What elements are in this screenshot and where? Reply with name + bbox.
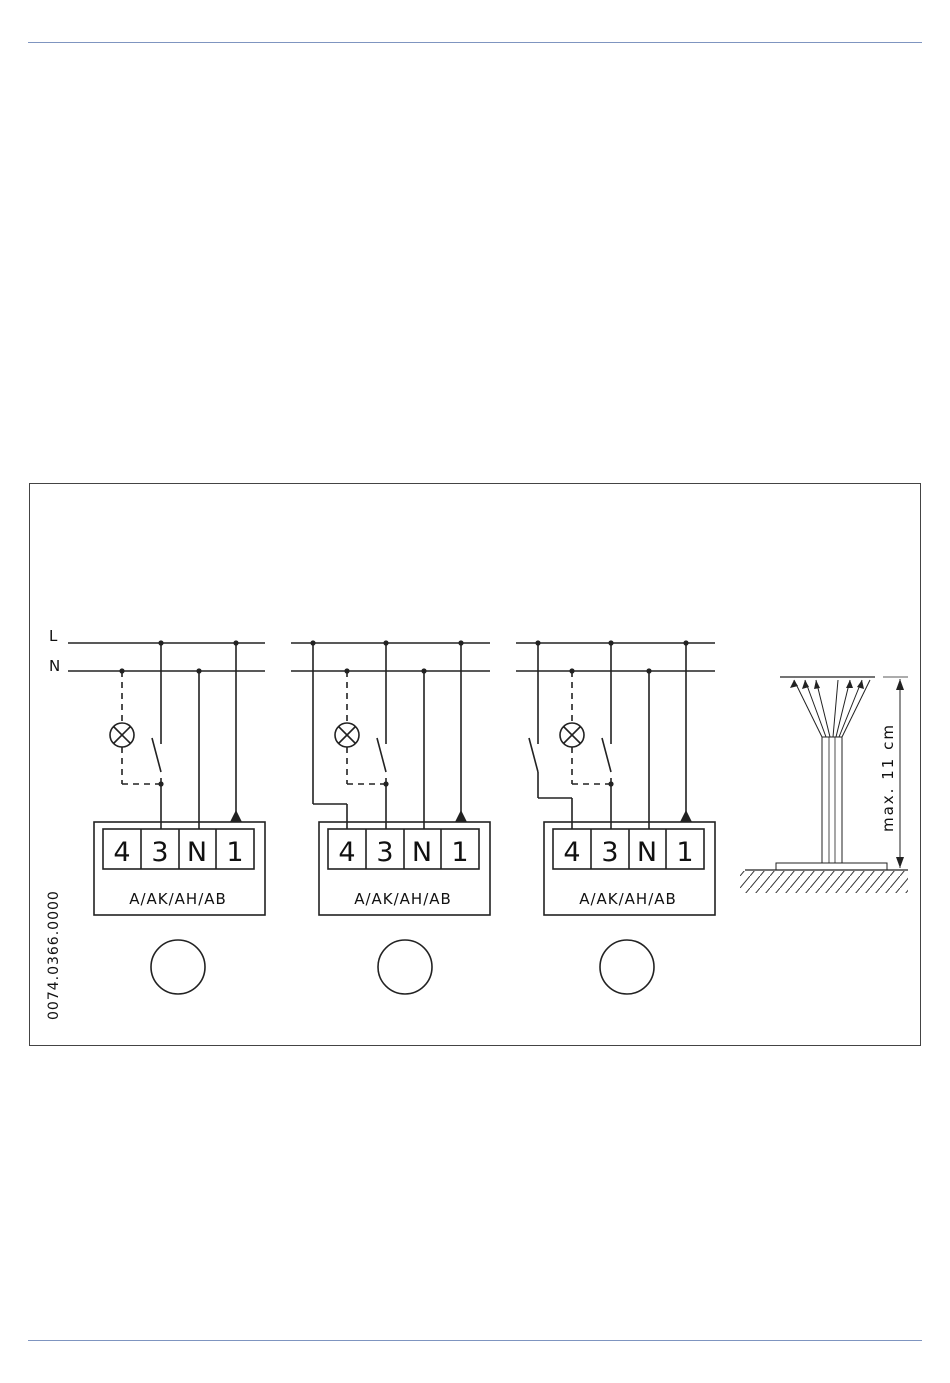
terminal-n-label: N: [412, 837, 432, 868]
variant-1-marker: [151, 940, 205, 994]
terminal-n-label: N: [187, 837, 207, 868]
bus-label-n: N: [49, 657, 60, 675]
model-label: A/AK/AH/AB: [354, 890, 452, 908]
model-label: A/AK/AH/AB: [579, 890, 677, 908]
terminal-4-label: 4: [113, 837, 130, 868]
terminal-3-label: 3: [151, 837, 168, 868]
drawing-number: 0074.0366.0000: [46, 890, 62, 1020]
variant-3-marker: [600, 940, 654, 994]
terminal-n-label: N: [637, 837, 657, 868]
bus-label-l: L: [49, 627, 58, 645]
terminal-4-label: 4: [563, 837, 580, 868]
terminal-3-label: 3: [601, 837, 618, 868]
dimension-label: max. 11 cm: [879, 723, 897, 832]
terminal-1-label: 1: [451, 837, 468, 868]
variant-2-marker: [378, 940, 432, 994]
terminal-4-label: 4: [338, 837, 355, 868]
footer-rule: [28, 1340, 922, 1341]
model-label: A/AK/AH/AB: [129, 890, 227, 908]
terminal-1-label: 1: [226, 837, 243, 868]
terminal-1-label: 1: [676, 837, 693, 868]
terminal-3-label: 3: [376, 837, 393, 868]
